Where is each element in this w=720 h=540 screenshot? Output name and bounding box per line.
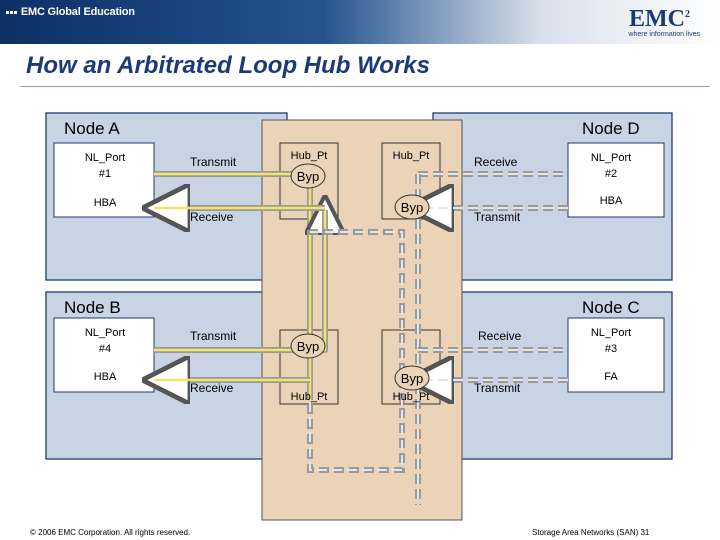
node-b-receive-label: Receive [190,381,234,395]
node-d-adapter-card [567,142,665,218]
node-a-transmit-label: Transmit [190,155,237,169]
node-c-adapter-label: FA [604,371,618,383]
node-d-receive-label: Receive [474,155,518,169]
node-d-title: Node D [582,119,640,138]
node-b-adapter-card [53,317,155,393]
node-c-port-line1: NL_Port [591,327,631,339]
node-a-port-line1: NL_Port [85,152,125,164]
bypassed-loop-path [307,171,568,505]
node-d-transmit-label: Transmit [474,210,521,224]
hub-port-label-d: Hub_Pt [393,150,430,162]
emc-education-logo: EMC Global Education [6,6,135,18]
node-c-title: Node C [582,298,640,317]
node-a-receive-label: Receive [190,210,234,224]
bypass-label-b: Byp [297,339,319,354]
bypass-label-c: Byp [401,371,423,386]
header-banner: EMC Global Education EMC2 where informat… [0,0,720,44]
bypass-switch-a [290,163,326,189]
footer-copyright: © 2006 EMC Corporation. All rights reser… [30,528,191,537]
bypass-label-d: Byp [401,200,423,215]
bypass-label-a: Byp [297,169,319,184]
node-a-title: Node A [64,119,120,138]
node-a-port-line2: #1 [99,168,111,180]
node-c-transmit-label: Transmit [474,381,521,395]
emc-logo: EMC2 [629,6,690,33]
node-d-adapter-label: HBA [600,195,623,207]
node-b-title: Node B [64,298,121,317]
hub-port-label-b: Hub_Pt [291,391,328,403]
node-a-adapter-label: HBA [94,197,117,209]
node-b-adapter-label: HBA [94,371,117,383]
emc-tagline: where information lives [628,31,700,38]
node-d-port-line2: #2 [605,168,617,180]
footer-course-page: Storage Area Networks (SAN) 31 [532,528,650,537]
hub-port-label-a: Hub_Pt [291,150,328,162]
node-b-port-line1: NL_Port [85,327,125,339]
node-a-adapter-card [53,142,155,218]
hub-port-label-c: Hub_Pt [393,391,430,403]
bypass-switch-c [394,365,430,391]
node-c-receive-label: Receive [478,329,522,343]
active-loop-path [154,171,325,400]
node-c-adapter-card [567,317,665,393]
bypass-switch-d [394,194,430,220]
bypass-switch-b [290,333,326,359]
title-divider [20,86,710,87]
node-d-port-line1: NL_Port [591,152,631,164]
node-c-port-line2: #3 [605,343,617,355]
node-b-transmit-label: Transmit [190,329,237,343]
logo-dots [6,6,18,18]
emc-logo-text: EMC [629,6,685,32]
left-logo-text: EMC Global Education [20,6,135,18]
emc-logo-sup: 2 [685,9,690,20]
page-title: How an Arbitrated Loop Hub Works [26,52,431,79]
node-b-port-line2: #4 [99,343,111,355]
